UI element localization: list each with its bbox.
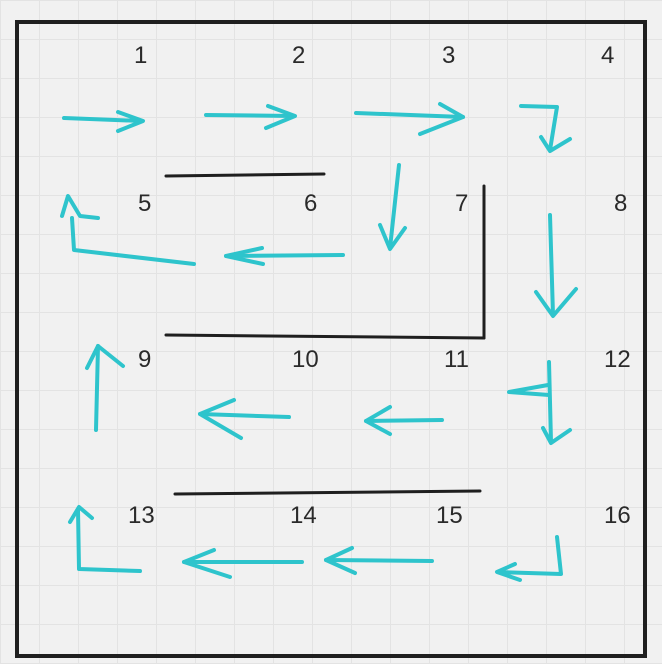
arrow-15-to-14 [324,546,434,575]
wall-bottom-6-7 [164,333,486,340]
arrow-14-to-13 [182,548,304,579]
arrow-8-to-12 [534,213,578,318]
cell-label-1: 1 [134,42,148,69]
wall-top-5-6 [164,172,326,178]
cell-label-10: 10 [292,346,319,373]
cell-label-9: 9 [138,346,152,373]
arrow-11-to-10 [364,405,444,436]
grid-border [15,20,647,658]
cell-label-3: 3 [442,42,456,69]
cell-label-2: 2 [292,42,306,69]
path-arrows [60,102,578,582]
arrow-9-to-5 [85,344,125,432]
cell-label-11: 11 [444,346,469,373]
cell-label-6: 6 [304,190,318,217]
wall-top-14-15 [173,489,482,496]
arrow-13-to-9 [68,505,142,573]
arrow-3-to-4 [354,102,465,136]
arrow-12-loop [507,360,572,445]
arrow-3-to-7 [378,163,407,251]
arrow-2-to-3 [204,104,297,130]
cell-label-15: 15 [436,502,463,529]
cell-label-14: 14 [290,502,317,529]
cell-label-7: 7 [455,190,469,217]
arrow-16-to-15 [495,535,563,582]
cell-label-8: 8 [614,190,628,217]
arrow-10-to-9 [198,398,291,440]
arrow-1-to-2 [62,110,145,133]
arrow-7-to-6 [224,246,345,266]
arrow-4-to-8 [519,104,572,153]
cell-label-13: 13 [128,502,155,529]
cell-label-4: 4 [601,42,615,69]
cell-label-5: 5 [138,190,152,217]
arrow-6-to-5-to-1 [60,194,196,266]
wall-group [164,172,486,496]
cell-label-12: 12 [604,346,631,373]
cell-label-16: 16 [604,502,631,529]
